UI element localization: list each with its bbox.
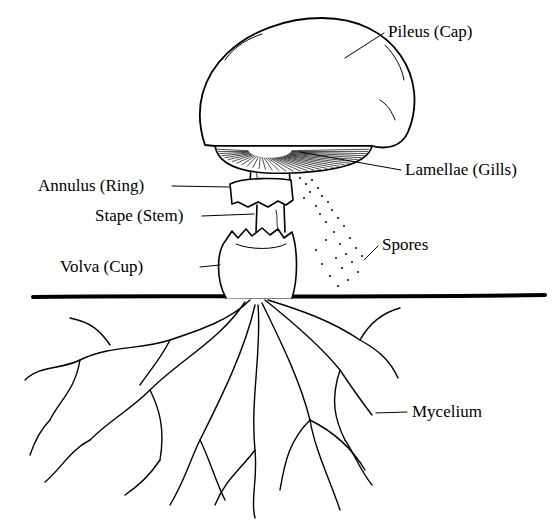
- spore-dot: [361, 255, 363, 257]
- part-label: Spores: [382, 235, 428, 255]
- gill-line: [259, 157, 260, 168]
- spore-dot: [349, 237, 351, 239]
- gill-line: [292, 151, 368, 152]
- spore-dot: [321, 263, 323, 265]
- spore-dot: [315, 249, 317, 251]
- volva-rim: [236, 244, 286, 249]
- spore-dots: [299, 177, 363, 287]
- spore-dot: [357, 271, 359, 273]
- lamellae-gills: [215, 146, 372, 173]
- spore-dot: [331, 209, 333, 211]
- spore-dot: [351, 261, 353, 263]
- spore-dot: [327, 201, 329, 203]
- spore-dot: [343, 225, 345, 227]
- spore-dot: [335, 257, 337, 259]
- part-label: Pileus (Cap): [388, 22, 473, 42]
- spore-dot: [311, 179, 313, 181]
- spore-dot: [315, 205, 317, 207]
- spore-dot: [325, 239, 327, 241]
- part-label: Volva (Cup): [60, 257, 143, 277]
- spore-dot: [319, 213, 321, 215]
- gill-line: [218, 151, 248, 152]
- leader-lines: [172, 33, 407, 413]
- gill-line: [292, 149, 369, 151]
- mycelium-roots: [25, 300, 400, 518]
- cap-shading: [225, 34, 404, 120]
- spore-dot: [337, 285, 339, 287]
- spore-dot: [339, 243, 341, 245]
- part-label: Lamellae (Gills): [405, 160, 517, 180]
- gill-line: [220, 152, 249, 153]
- spore-dot: [309, 191, 311, 193]
- spore-dot: [325, 221, 327, 223]
- spore-dot: [337, 217, 339, 219]
- spore-dot: [303, 197, 305, 199]
- volva-cup: [219, 228, 297, 298]
- gill-line: [262, 158, 265, 170]
- annulus-ring: [230, 179, 293, 207]
- spore-dot: [321, 195, 323, 197]
- spore-dot: [299, 177, 301, 179]
- pileus-cap: [200, 18, 415, 147]
- spore-dot: [347, 279, 349, 281]
- spore-dot: [345, 253, 347, 255]
- spore-dot: [305, 183, 307, 185]
- spore-dot: [355, 247, 357, 249]
- part-label: Annulus (Ring): [38, 176, 144, 196]
- part-label: Stape (Stem): [95, 206, 183, 226]
- spore-dot: [333, 231, 335, 233]
- part-label: Mycelium: [412, 402, 482, 422]
- gill-line: [274, 158, 307, 171]
- gill-line: [253, 157, 258, 168]
- spore-dot: [317, 187, 319, 189]
- gill-line: [217, 149, 248, 151]
- gill-line: [270, 158, 293, 171]
- spore-dot: [329, 275, 331, 277]
- gill-line: [272, 158, 300, 171]
- spore-dot: [341, 267, 343, 269]
